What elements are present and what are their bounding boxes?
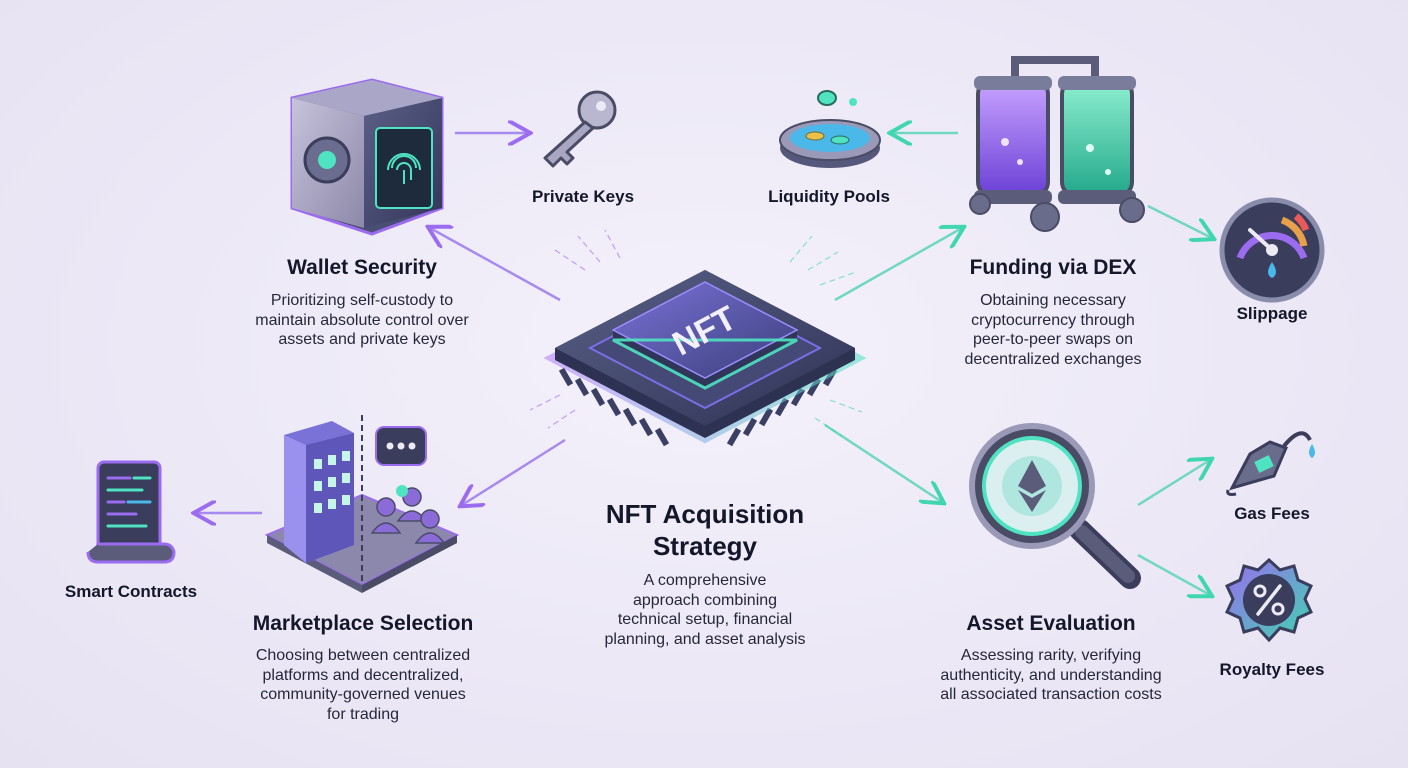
gas-fees-label: Gas Fees	[1234, 504, 1310, 523]
desc-line: planning, and asset analysis	[604, 630, 806, 648]
marketplace-desc: Choosing between centralized platforms a…	[208, 646, 518, 724]
wallet-security-title: Wallet Security	[287, 256, 437, 279]
slippage-label: Slippage	[1236, 304, 1308, 323]
desc-line: Obtaining necessary	[980, 292, 1126, 309]
gas-pump-icon	[1226, 431, 1315, 496]
arrow-center-to-dex	[834, 228, 962, 302]
arrow-dex-to-slippage	[1147, 204, 1212, 238]
arrow-asset-to-gas	[1137, 460, 1210, 507]
desc-line: Assessing rarity, verifying	[960, 647, 1142, 664]
wallet-security-desc: Prioritizing self-custody to maintain ab…	[212, 291, 512, 350]
arrow-center-to-marketplace	[462, 438, 566, 505]
desc-line: authenticity, and understanding	[940, 666, 1162, 684]
desc-line: for trading	[326, 705, 400, 723]
marketplace-title: Marketplace Selection	[252, 612, 474, 635]
asset-evaluation-desc: Assessing rarity, verifying authenticity…	[896, 646, 1206, 705]
arrow-asset-to-royalty	[1137, 553, 1210, 595]
smart-contracts-label: Smart Contracts	[64, 582, 198, 601]
magnifier-ethereum-icon	[969, 423, 1141, 589]
desc-line: approach combining	[632, 591, 778, 609]
desc-line: technical setup, financial	[617, 611, 793, 628]
desc-line: platforms and decentralized,	[262, 666, 464, 684]
dex-tanks-icon	[969, 56, 1145, 232]
chip-traces	[529, 229, 863, 437]
desc-line: Choosing between centralized	[255, 647, 471, 664]
gauge-icon	[1219, 197, 1325, 303]
key-icon	[543, 90, 617, 168]
center-title-line: Strategy	[652, 531, 758, 561]
marketplace-icon	[264, 415, 460, 593]
arrow-center-to-wallet	[430, 228, 561, 302]
desc-line: decentralized exchanges	[964, 350, 1142, 368]
royalty-fees-label: Royalty Fees	[1219, 660, 1325, 679]
center-title-line: NFT Acquisition	[605, 499, 805, 529]
private-keys-label: Private Keys	[531, 187, 635, 206]
liquidity-pools-label: Liquidity Pools	[768, 187, 890, 206]
funding-dex-title: Funding via DEX	[969, 256, 1137, 279]
asset-evaluation-title: Asset Evaluation	[966, 612, 1136, 635]
desc-line: all associated transaction costs	[940, 686, 1162, 703]
safe-icon	[290, 78, 444, 236]
nft-chip-icon: NFT	[543, 270, 867, 447]
desc-line: cryptocurrency through	[971, 311, 1135, 329]
desc-line: assets and private keys	[278, 331, 446, 348]
desc-line: community-governed venues	[260, 686, 466, 703]
arrow-center-to-asset	[824, 423, 942, 502]
center-title: NFT Acquisition Strategy	[540, 498, 870, 562]
liquidity-pool-icon	[779, 90, 881, 168]
desc-line: peer-to-peer swaps on	[972, 331, 1134, 348]
desc-line: maintain absolute control over	[255, 311, 469, 329]
desc-line: A comprehensive	[643, 572, 767, 589]
center-desc: A comprehensive approach combining techn…	[540, 571, 870, 649]
funding-dex-desc: Obtaining necessary cryptocurrency throu…	[903, 291, 1203, 369]
percent-badge-icon	[1225, 558, 1313, 643]
desc-line: Prioritizing self-custody to	[270, 292, 454, 309]
scroll-contract-icon	[86, 460, 176, 564]
